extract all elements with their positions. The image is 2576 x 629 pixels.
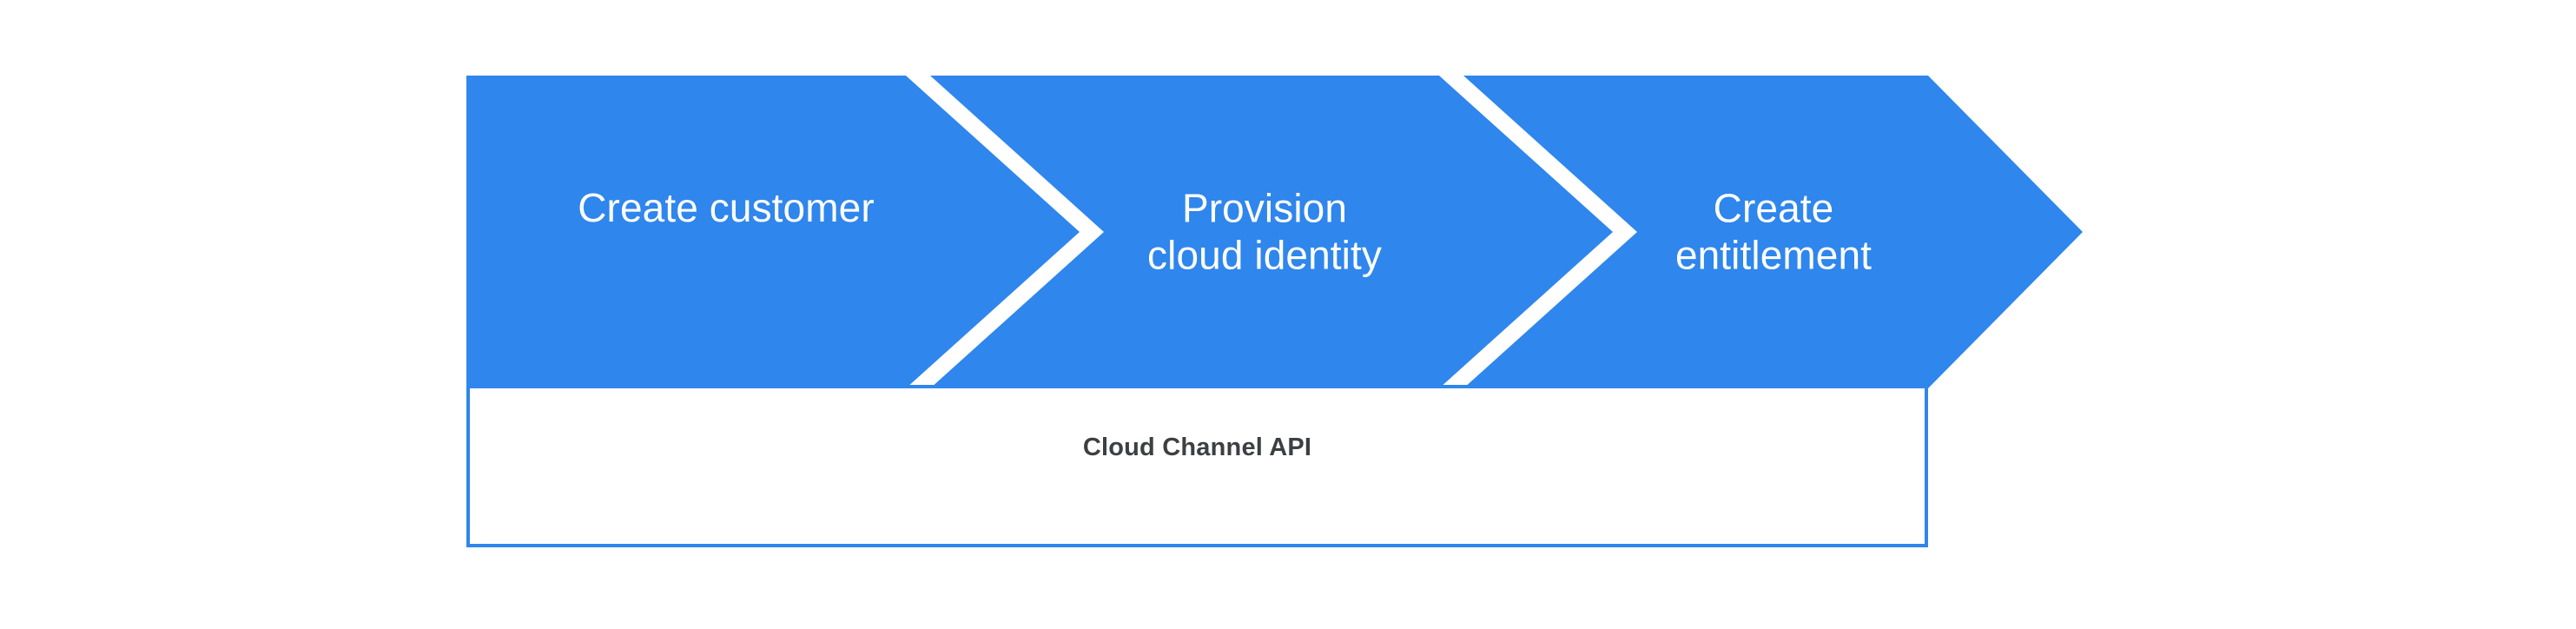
step-label-create-entitlement: Create entitlement bbox=[1674, 185, 1873, 278]
step-label-create-customer: Create customer bbox=[578, 184, 875, 230]
chevron-step-3[interactable] bbox=[1463, 76, 2083, 388]
cloud-channel-api-box[interactable]: Cloud Channel API bbox=[466, 388, 1928, 547]
api-box-top-divider bbox=[466, 385, 1928, 388]
cloud-channel-api-label: Cloud Channel API bbox=[1082, 434, 1312, 461]
step-label-provision-cloud-identity: Provision cloud identity bbox=[1147, 185, 1382, 278]
chevron-step-1[interactable] bbox=[466, 76, 1080, 388]
chevron-step-2[interactable] bbox=[930, 76, 1613, 388]
